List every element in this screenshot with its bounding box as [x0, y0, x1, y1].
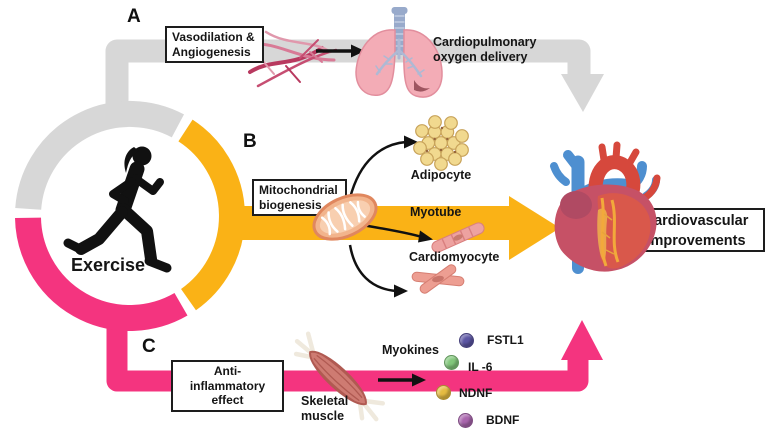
mitochondria-icon — [312, 193, 378, 241]
skeletal-muscle-label: Skeletal muscle — [301, 394, 349, 423]
vessels-to-lungs-arrow — [316, 44, 365, 58]
myotube-icon — [431, 222, 485, 253]
adipocyte-icon — [413, 115, 469, 171]
hub-exercise-label: Exercise — [71, 255, 146, 275]
ndnf-label: NDNF — [459, 386, 493, 400]
ring-pink-segment — [15, 217, 188, 331]
mito-branch-arrows — [348, 135, 433, 298]
pathway-b-arrow — [238, 196, 560, 260]
anti-inflammatory-box: Anti-inflammatory effect — [171, 360, 284, 412]
il6-label: IL -6 — [468, 360, 493, 374]
cardiomyocyte-icon — [411, 264, 465, 294]
bdnf-dot — [458, 413, 473, 428]
myokines-title: Myokines — [382, 343, 439, 357]
cardiopulmonary-label: Cardiopulmonary oxygen delivery — [433, 35, 537, 64]
vasodilation-angiogenesis-box: Vasodilation & Angiogenesis — [165, 26, 264, 64]
heart-icon — [550, 141, 661, 274]
skeletal-muscle-icon — [293, 331, 386, 422]
cardiomyocyte-label: Cardiomyocyte — [409, 250, 500, 264]
section-c-label: C — [142, 336, 156, 357]
section-a-label: A — [127, 6, 141, 27]
bdnf-label: BDNF — [486, 413, 520, 427]
blood-vessels-icon — [248, 30, 338, 88]
lungs-icon — [355, 7, 443, 98]
section-b-label: B — [243, 131, 257, 152]
il6-dot — [444, 355, 459, 370]
fstl1-dot — [459, 333, 474, 348]
ndnf-dot — [436, 385, 451, 400]
ring-gray-segment — [15, 100, 184, 211]
fstl1-label: FSTL1 — [487, 333, 524, 347]
adipocyte-label: Adipocyte — [410, 168, 472, 182]
ring-yellow-segment — [178, 119, 245, 311]
myotube-label: Myotube — [410, 205, 462, 219]
muscle-to-myokines-arrow — [378, 373, 426, 387]
runner-icon — [63, 146, 172, 273]
exercise-ring — [15, 100, 245, 331]
